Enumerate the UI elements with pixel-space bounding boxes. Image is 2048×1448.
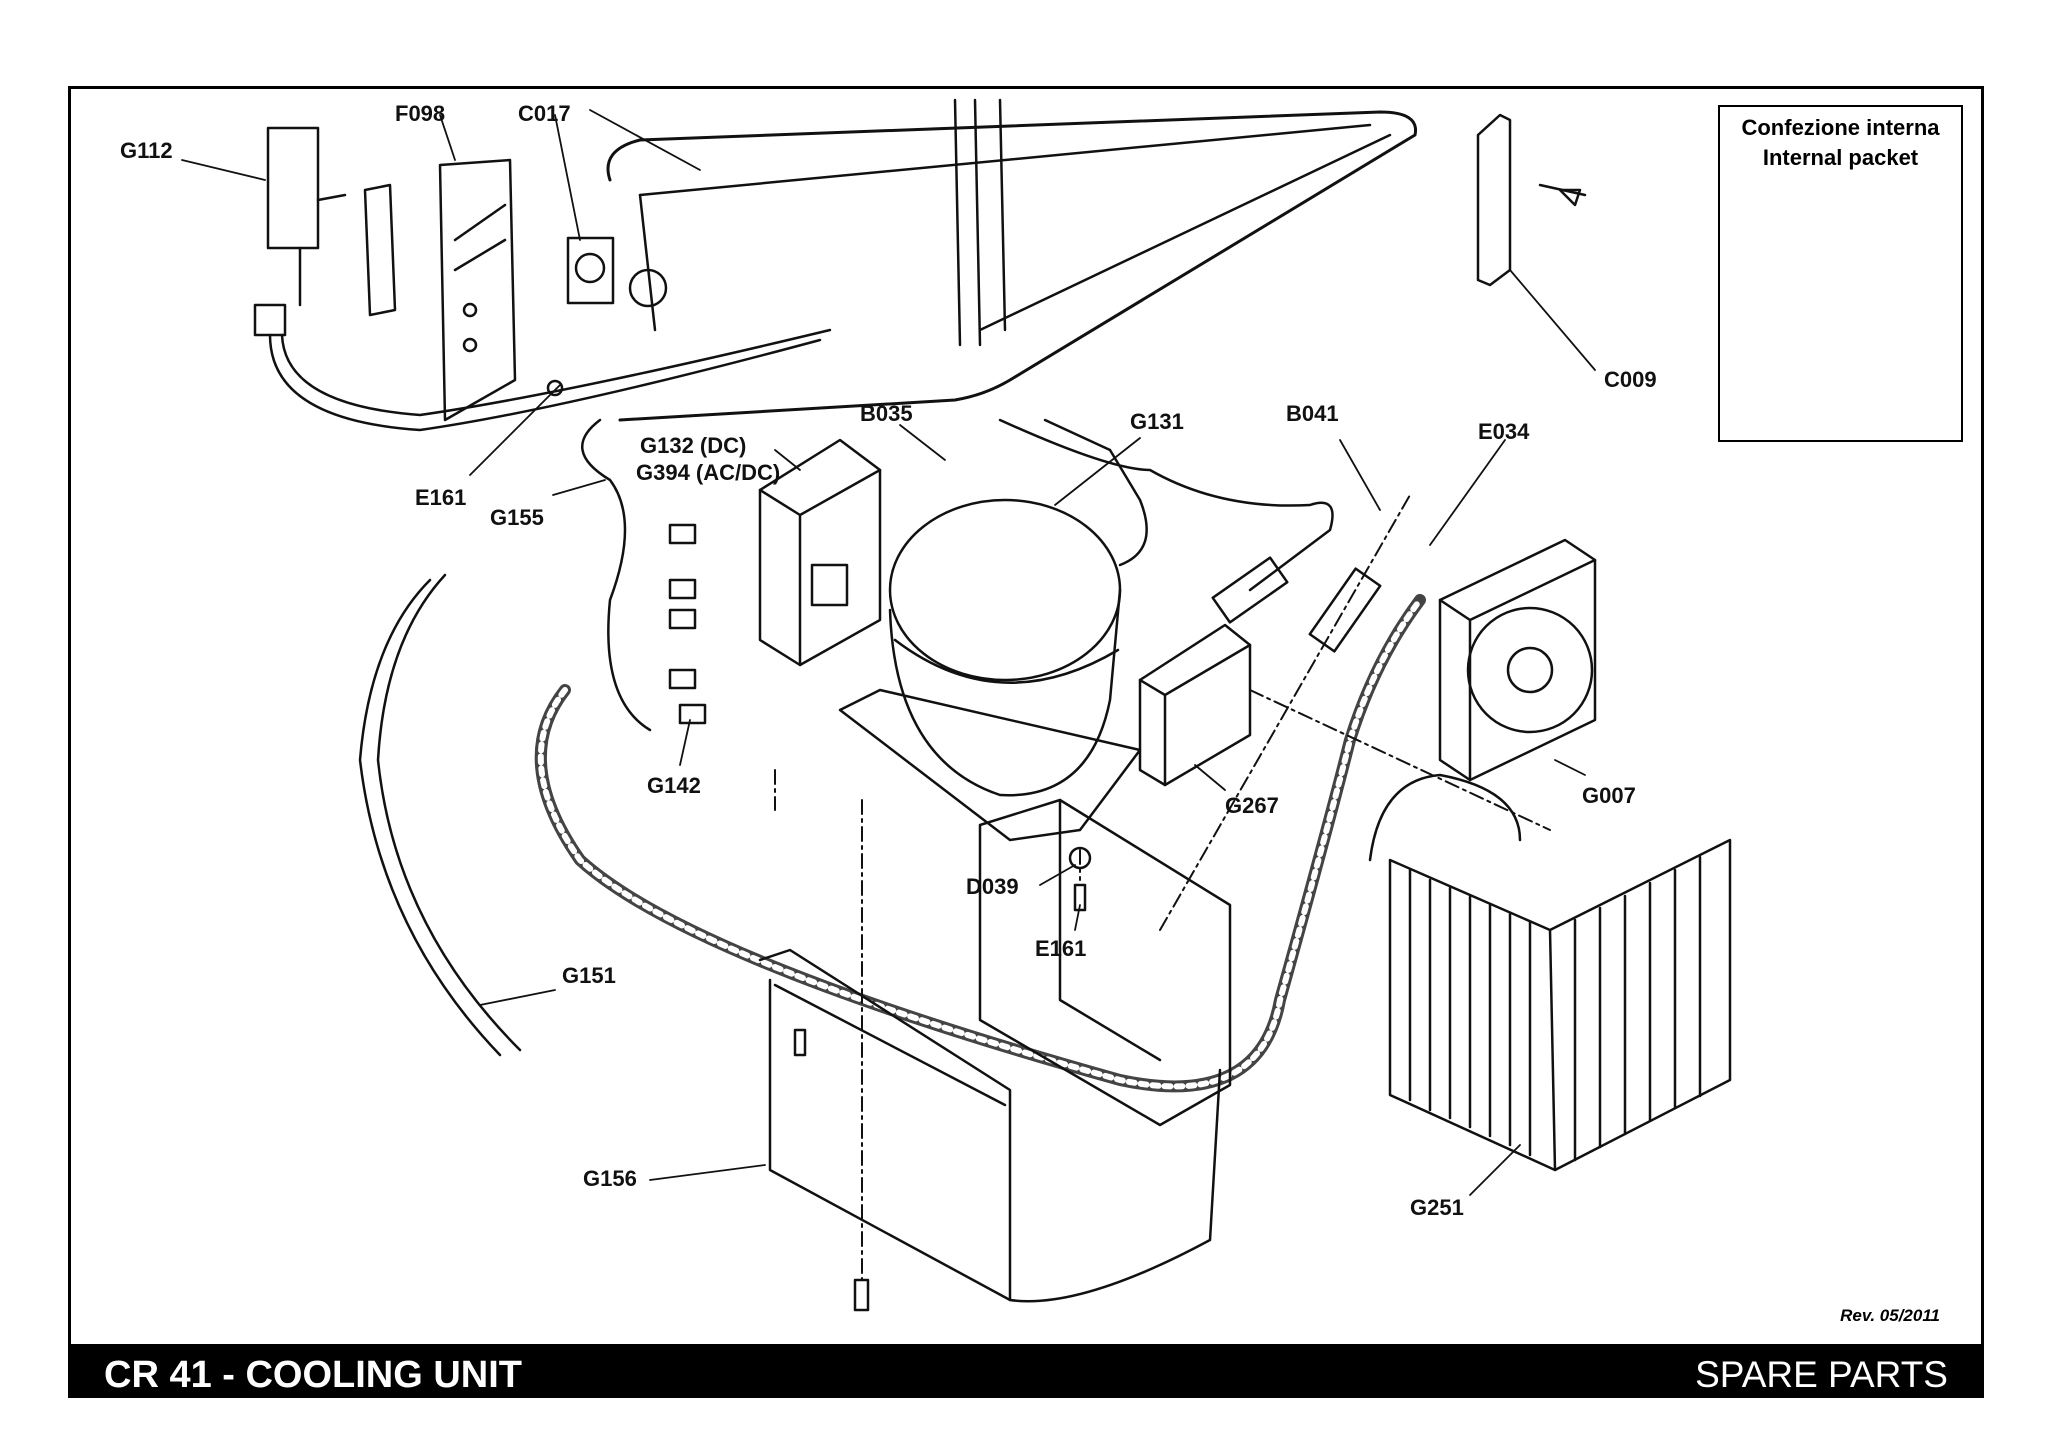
label-g251: G251 (1410, 1195, 1464, 1220)
fan-part (1438, 538, 1597, 782)
label-g151: G151 (562, 963, 616, 988)
relay-part (1138, 623, 1252, 787)
label-g112: G112 (120, 138, 173, 163)
label-d039: D039 (966, 874, 1019, 899)
revision-label: Rev. 05/2011 (1840, 1306, 1940, 1325)
label-g155: G155 (490, 505, 544, 530)
footer-spare-parts: SPARE PARTS (1695, 1354, 1948, 1395)
electronic-unit (758, 438, 882, 667)
label-g156: G156 (583, 1166, 637, 1191)
label-g132: G132 (DC) (640, 433, 747, 458)
base-bracket (978, 798, 1232, 1127)
wiring-part (358, 418, 652, 1057)
knob-part (566, 236, 668, 308)
label-g142: G142 (647, 773, 701, 798)
connectors (668, 523, 707, 725)
label-e034: E034 (1478, 419, 1530, 444)
label-e161-top: E161 (415, 485, 467, 510)
label-f098: F098 (395, 101, 446, 126)
condenser-part (1368, 773, 1732, 1172)
label-g267: G267 (1225, 793, 1279, 818)
assembly-lines (774, 494, 1551, 1281)
label-e161-bottom: E161 (1035, 936, 1087, 961)
thermostat-part (253, 126, 832, 432)
label-c009: C009 (1604, 367, 1657, 392)
leader-lines (181, 109, 1596, 1196)
label-c017: C017 (518, 101, 571, 126)
footer-bar: CR 41 - COOLING UNIT SPARE PARTS (68, 1344, 1984, 1398)
lower-bracket (758, 948, 1222, 1303)
packet-title-en: Internal packet (1762, 145, 1919, 170)
packet-title-it: Confezione interna (1741, 115, 1940, 140)
label-g007: G007 (1582, 783, 1636, 808)
label-g394: G394 (AC/DC) (636, 460, 781, 485)
capillary-tube (998, 418, 1382, 653)
braided-hose (534, 594, 1426, 1093)
fasteners (546, 188, 1582, 1312)
cabinet-frame (606, 98, 1418, 422)
panel-part (363, 158, 517, 422)
label-b035: B035 (860, 401, 913, 426)
internal-packet-box: Confezione interna Internal packet (1718, 105, 1963, 442)
label-b041: B041 (1286, 401, 1339, 426)
footer-title: CR 41 - COOLING UNIT (104, 1354, 523, 1396)
compressor (838, 418, 1148, 842)
label-g131: G131 (1130, 409, 1184, 434)
